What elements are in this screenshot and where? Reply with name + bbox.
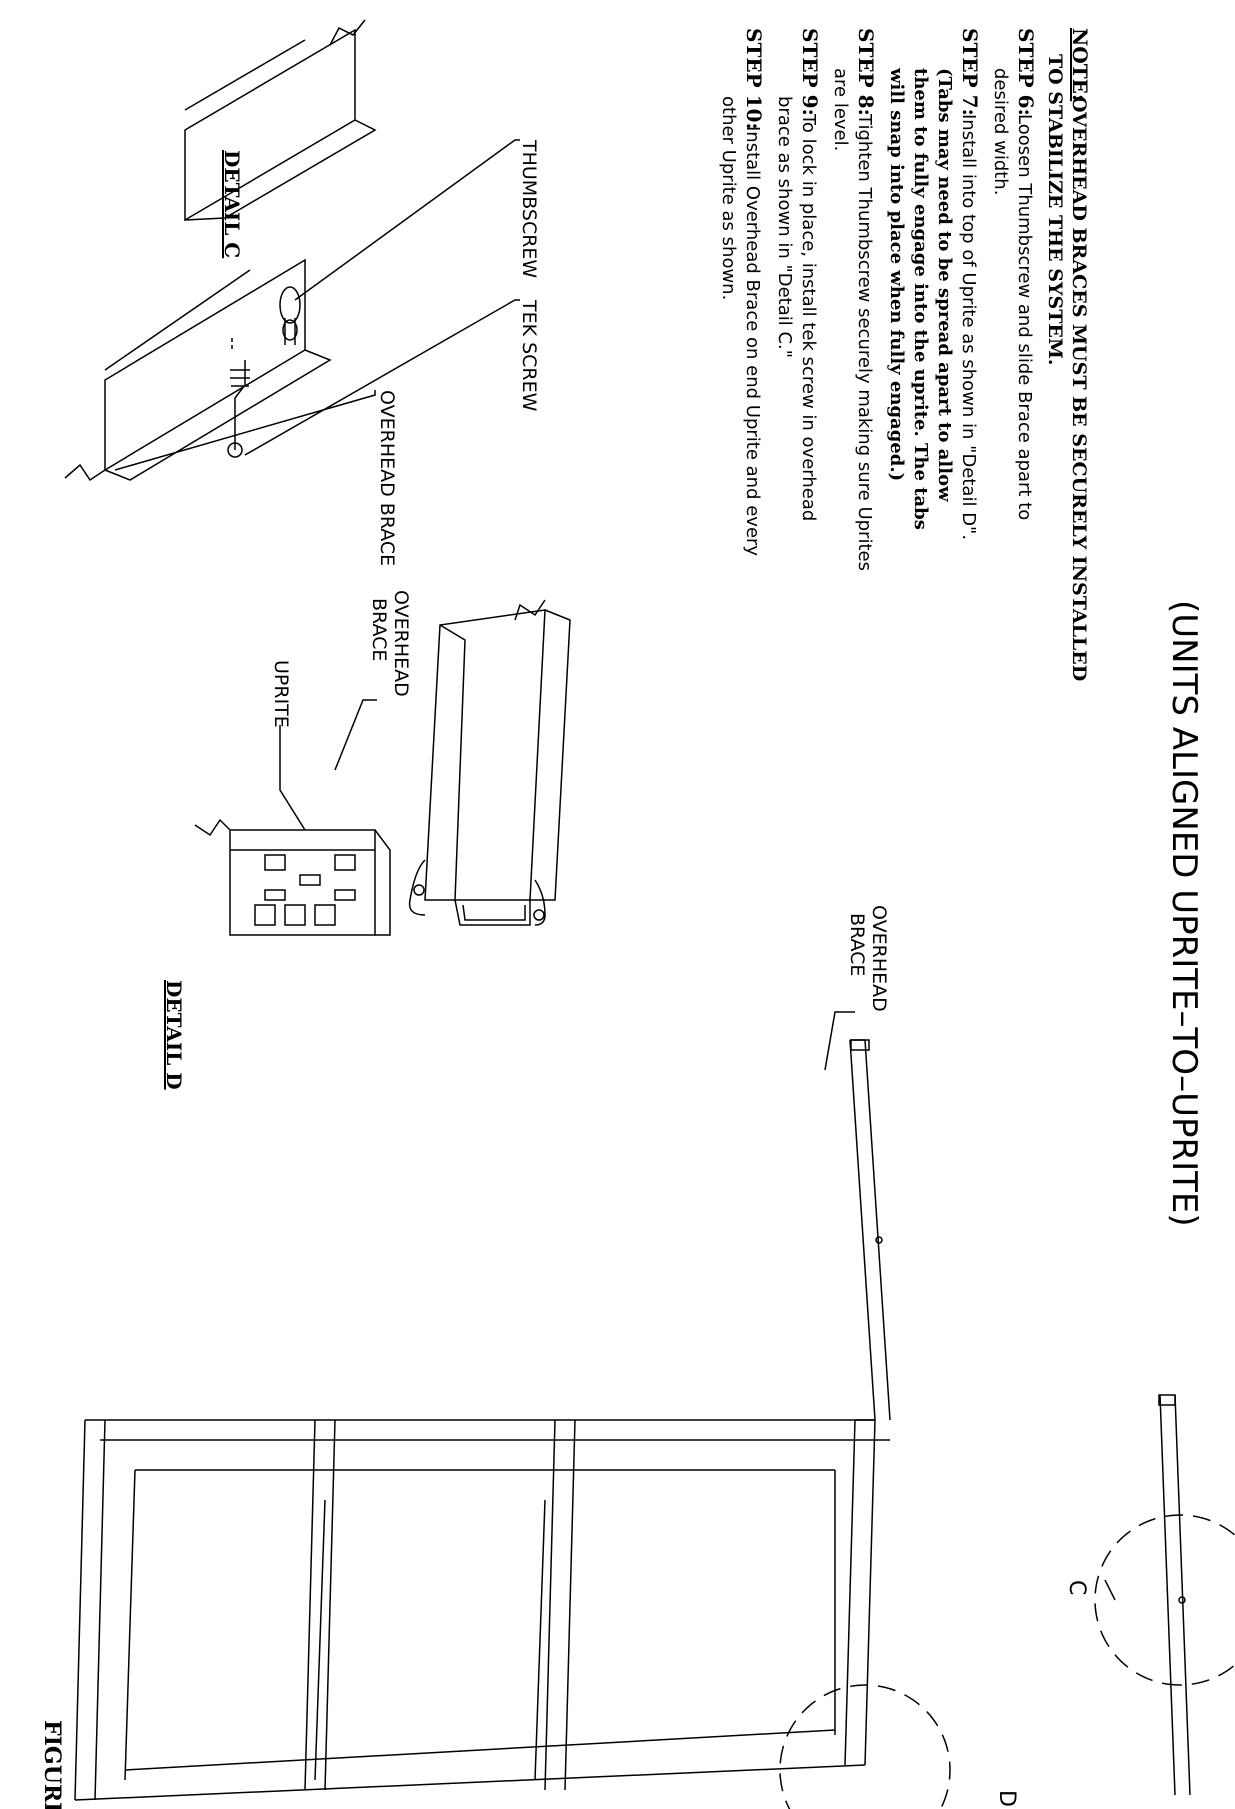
step7-line-2: (Tabs may need to be spread apart to all…: [934, 68, 955, 502]
label-overhead-brace-main-1: OVERHEAD: [868, 905, 890, 1012]
thumbscrew-icon: [279, 286, 301, 345]
note-line-2: TO STABILIZE THE SYSTEM.: [1044, 54, 1066, 366]
label-overhead-brace-c: OVERHEAD BRACE: [376, 390, 398, 566]
label-overhead-brace-main-2: BRACE: [846, 913, 868, 976]
step7-line-4: will snap into place when fully engaged.…: [886, 67, 907, 481]
callout-c-label: C: [1064, 1580, 1089, 1595]
step10-label: STEP 10:: [742, 28, 766, 130]
main-assembly: OVERHEAD BRACE: [39, 905, 1235, 1809]
step7-label: STEP 7:: [958, 28, 982, 116]
step8-label: STEP 8:: [854, 28, 878, 116]
step8-line-1: Tighten Thumbscrew securely making sure …: [854, 113, 875, 571]
label-uprite: UPRITE: [270, 660, 292, 728]
detail-d: OVERHEAD BRACE UPRITE: [162, 590, 571, 1090]
step6-line-1: Loosen Thumbscrew and slide Brace apart …: [1014, 114, 1035, 520]
step10-line-2: other Uprite as shown.: [718, 96, 739, 300]
instructions-block: NOTE: OVERHEAD BRACES MUST BE SECURELY I…: [718, 28, 1092, 681]
detail-d-title: DETAIL D: [162, 980, 186, 1090]
overhead-brace-leader-c: [114, 390, 376, 471]
detail-c-title: DETAIL C: [220, 150, 244, 258]
step7-line-1: Install into top of Uprite as shown in "…: [958, 114, 979, 540]
tek-screw-icon: [227, 338, 250, 458]
note-line-1: OVERHEAD BRACES MUST BE SECURELY INSTALL…: [1068, 96, 1090, 681]
label-overhead-brace-d-2: BRACE: [368, 598, 390, 661]
overhead-brace-leader-d: [334, 699, 377, 771]
shelving-frame: [74, 1419, 890, 1801]
detail-d-uprite: [194, 818, 391, 936]
step9-line-1: To lock in place, install tek screw in o…: [798, 113, 819, 521]
thumbscrew-leader: [294, 139, 520, 301]
callout-d-label: D: [994, 1790, 1019, 1807]
figure-label: FIGURE 4: [39, 1720, 65, 1809]
page-title: (UNITS ALIGNED UPRITE–TO–UPRITE): [1164, 600, 1204, 1227]
step10-line-1: Install Overhead Brace on end Uprite and…: [742, 126, 763, 556]
overhead-brace-2: [1158, 1394, 1191, 1796]
step9-line-2: brace as shown in "Detail C.": [774, 96, 795, 358]
detail-d-brace: [408, 599, 571, 926]
step6-line-2: desired width.: [990, 68, 1011, 195]
label-thumbscrew: THUMBSCREW: [518, 139, 540, 278]
detail-c-rail: [64, 19, 377, 482]
detail-c: THUMBSCREW TEK SCREW OVERHEAD BRACE DETA…: [64, 19, 540, 566]
callout-d: [779, 1684, 951, 1809]
step8-line-2: are level.: [830, 68, 851, 151]
label-tek-screw: TEK SCREW: [518, 299, 540, 412]
note-label: NOTE:: [1068, 28, 1092, 101]
overhead-brace-1: [849, 1039, 891, 1421]
step6-label: STEP 6:: [1014, 28, 1038, 116]
label-overhead-brace-d-1: OVERHEAD: [390, 590, 412, 697]
overhead-brace-leader-main: [824, 1011, 855, 1071]
callout-c: [1094, 1514, 1235, 1686]
tek-screw-leader: [244, 299, 520, 456]
uprite-leader: [279, 725, 306, 831]
step9-label: STEP 9:: [798, 28, 822, 116]
step7-line-3: them to fully engage into the uprite. Th…: [910, 68, 931, 530]
